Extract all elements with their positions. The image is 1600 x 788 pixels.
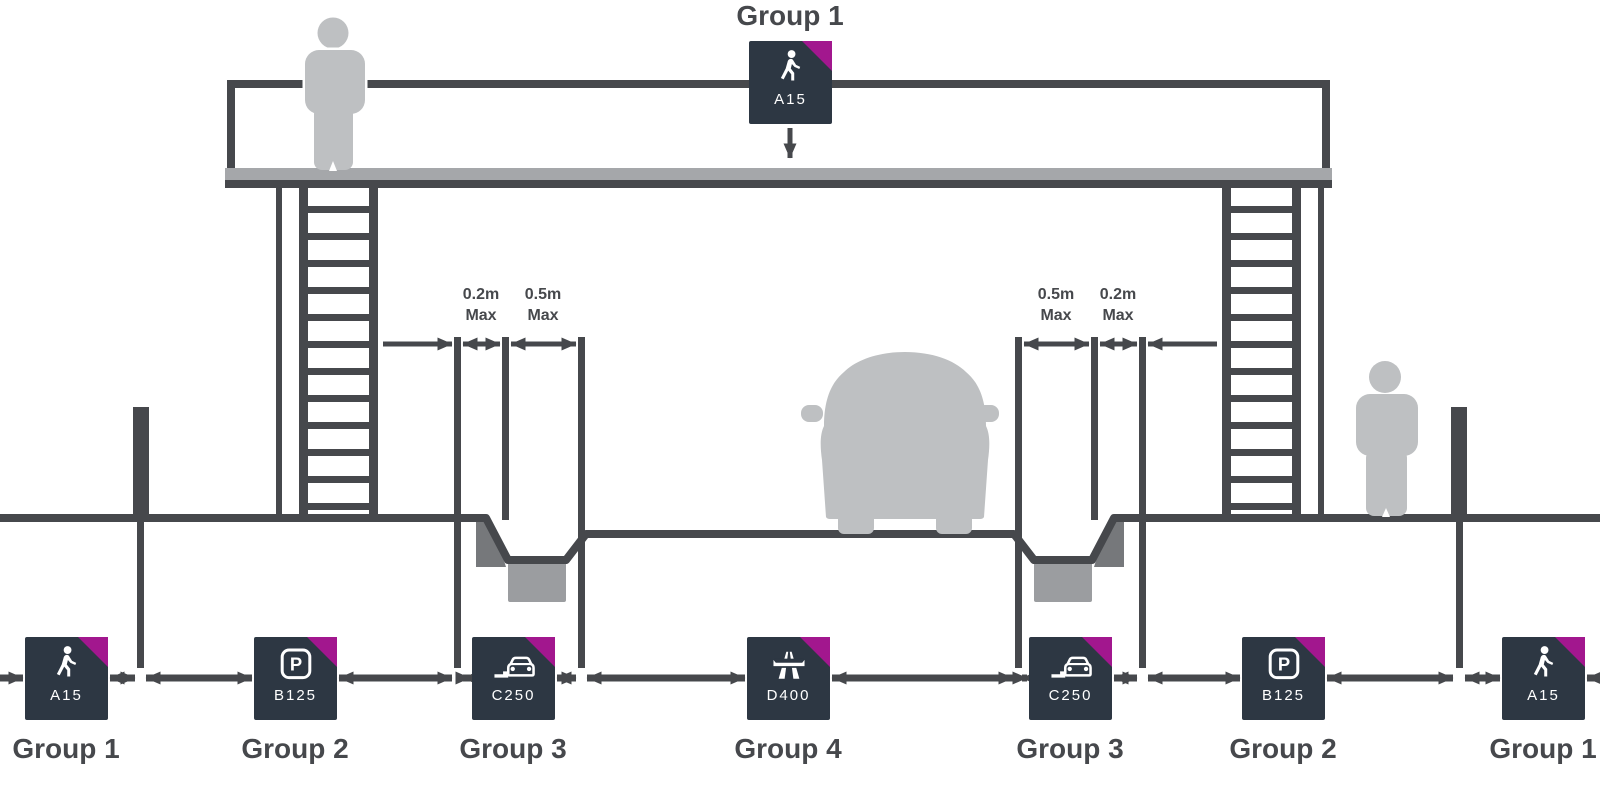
load-class-label: C250 [491,687,536,704]
right-gully-pot [1034,562,1092,602]
bridge-left-leg [276,188,282,518]
dimension-label-right-footway: 0.2m Max [1078,284,1158,326]
dimension-qualifier: Max [1040,307,1072,324]
load-class-label: A15 [774,91,807,108]
ladder-rungs [1222,206,1301,510]
left-kerb-stone [476,522,506,567]
group-label: Group 1 [12,733,120,764]
dimension-qualifier: Max [527,307,559,324]
dimension-value: 0.2m [462,286,500,303]
load-class-sign-a15-left: A15 [25,637,108,720]
group-label: Group 3 [1016,733,1124,764]
load-class-sign-a15-right: A15 [1502,637,1585,720]
group-label: Group 2 [241,733,349,764]
bridge-left-post [227,80,235,176]
ground-profile [0,514,1600,602]
group-label-top: Group 1 [736,0,844,31]
corner-accent [802,41,832,71]
corner-accent [800,637,830,667]
group-label: Group 3 [459,733,567,764]
car-kerb-icon [491,644,537,686]
pedestrian-icon [768,48,814,90]
group-label: Group 1 [1489,733,1597,764]
pedestrian-icon [44,644,90,686]
load-class-sign-d400: D400 [747,637,830,720]
zone-dividers [133,337,1467,668]
car-silhouette [801,352,999,534]
left-ladder [299,188,378,518]
dimension-label-left-carriageway: 0.5m Max [503,284,583,326]
parking-icon [273,644,319,686]
left-gully-pot [508,562,566,602]
load-class-sign-top-a15: A15 [749,41,832,124]
corner-accent [78,637,108,667]
load-class-label: B125 [273,687,318,704]
group-label: Group 2 [1229,733,1337,764]
corner-accent [1555,637,1585,667]
car-kerb-icon [1048,644,1094,686]
bridge-right-leg [1318,188,1324,518]
load-class-label: A15 [50,687,83,704]
load-class-label: B125 [1261,687,1306,704]
dimension-label-right-carriageway: 0.5m Max [1016,284,1096,326]
parking-icon [1261,644,1307,686]
load-class-sign-c250-left: C250 [472,637,555,720]
load-class-sign-b125-left: B125 [254,637,337,720]
right-ladder [1222,188,1301,518]
pedestrian-on-footway-silhouette [1356,361,1418,517]
bridge-deck-underline [225,180,1332,188]
pedestrian-icon [1521,644,1567,686]
right-kerb-stone [1094,522,1124,567]
load-class-label: C250 [1048,687,1093,704]
load-class-sign-c250-right: C250 [1029,637,1112,720]
load-class-sign-b125-right: B125 [1242,637,1325,720]
footbridge [225,80,1332,518]
dimension-value: 0.2m [1099,286,1137,303]
load-class-label: D400 [766,687,811,704]
bridge-deck [225,168,1332,180]
load-class-label: A15 [1527,687,1560,704]
corner-accent [307,637,337,667]
right-footway-post [1451,407,1467,518]
corner-accent [1295,637,1325,667]
motorway-icon [766,644,812,686]
ladder-rungs [299,206,378,510]
pedestrian-on-bridge-silhouette [302,15,368,171]
left-footway-post [133,407,149,518]
road-surface-line [0,514,1600,564]
group-label: Group 4 [734,733,842,764]
dimension-value: 0.5m [524,286,562,303]
dimension-label-left-footway: 0.2m Max [441,284,521,326]
dimension-qualifier: Max [1102,307,1134,324]
dimension-value: 0.5m [1037,286,1075,303]
dimension-qualifier: Max [465,307,497,324]
bridge-right-post [1322,80,1330,176]
